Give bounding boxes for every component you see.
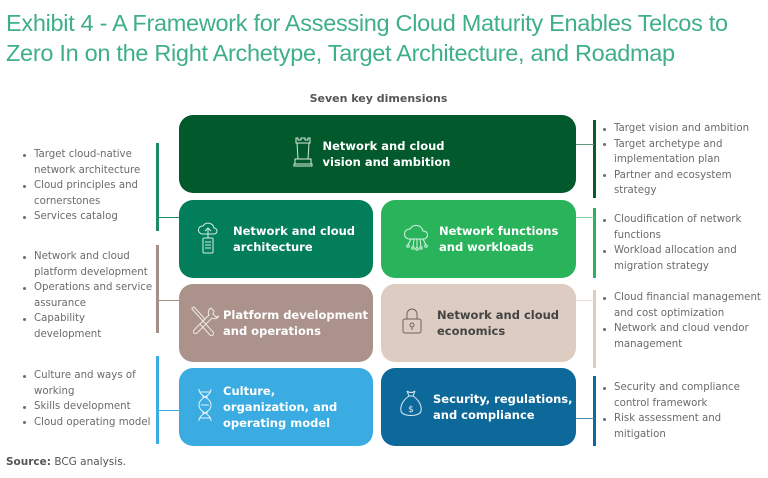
dna-icon — [197, 388, 213, 427]
source-label: Source: — [6, 456, 51, 468]
list-item: Cloud principles and cornerstones — [21, 178, 153, 209]
bracket-economics — [593, 290, 596, 368]
dimension-label: Platform development and operations — [223, 308, 369, 338]
list-functions: Cloudification of network functions Work… — [601, 212, 761, 274]
list-item: Cloudification of network functions — [601, 212, 761, 243]
list-item: Capability development — [21, 311, 155, 342]
list-vision: Target vision and ambition Target archet… — [601, 121, 761, 199]
dimension-label: Network and cloud vision and ambition — [322, 139, 451, 169]
dimension-label: Network functions and workloads — [439, 224, 559, 254]
source-text: BCG analysis. — [50, 456, 126, 468]
list-item: Target cloud-native network architecture — [21, 147, 153, 178]
dimension-economics: Network and cloud economics — [381, 284, 576, 362]
diagram-subhead: Seven key dimensions — [309, 92, 448, 105]
dimension-culture: Culture, organization, and operating mod… — [179, 368, 373, 446]
list-platform: Network and cloud platform development O… — [21, 249, 155, 342]
list-item: Cloud operating model — [21, 415, 155, 431]
source-note: Source: BCG analysis. — [6, 456, 126, 468]
list-economics: Cloud financial management and cost opti… — [601, 290, 761, 352]
list-item: Risk assessment and mitigation — [601, 411, 761, 442]
dimension-label: Security, regulations, and compliance — [433, 392, 573, 422]
dimension-architecture: Network and cloud architecture — [179, 200, 373, 278]
bracket-vision — [593, 120, 596, 198]
connector-culture — [157, 410, 179, 411]
cloud-upload-device-icon — [197, 220, 219, 259]
list-culture: Culture and ways of working Skills devel… — [21, 368, 155, 430]
list-item: Culture and ways of working — [21, 368, 155, 399]
dimension-security: $ Security, regulations, and compliance — [381, 368, 576, 446]
svg-text:$: $ — [408, 405, 414, 415]
cloud-network-icon — [403, 222, 431, 257]
dimension-functions: Network functions and workloads — [381, 200, 576, 278]
list-item: Network and cloud platform development — [21, 249, 155, 280]
connector-economics — [576, 300, 594, 301]
list-item: Skills development — [21, 399, 155, 415]
bracket-functions — [593, 208, 596, 278]
lock-icon — [401, 307, 423, 340]
dimension-label: Network and cloud economics — [437, 308, 560, 338]
connector-security — [576, 418, 594, 419]
connector-platform — [157, 300, 179, 301]
wrench-screwdriver-icon — [189, 305, 221, 342]
money-bag-icon: $ — [399, 389, 423, 426]
list-item: Services catalog — [21, 209, 153, 225]
bracket-platform — [156, 245, 159, 333]
list-item: Security and compliance control framewor… — [601, 380, 761, 411]
connector-architecture — [157, 217, 179, 218]
dimension-platform: Platform development and operations — [179, 284, 373, 362]
list-item: Workload allocation and migration strate… — [601, 243, 761, 274]
list-item: Operations and service assurance — [21, 280, 155, 311]
list-item: Target archetype and implementation plan — [601, 137, 761, 168]
connector-functions — [576, 217, 594, 218]
dimension-label: Culture, organization, and operating mod… — [223, 384, 338, 430]
list-item: Cloud financial management and cost opti… — [601, 290, 761, 321]
bracket-architecture — [156, 143, 159, 231]
exhibit-title: Exhibit 4 - A Framework for Assessing Cl… — [6, 10, 728, 66]
list-architecture: Target cloud-native network architecture… — [21, 147, 153, 225]
bracket-culture — [156, 356, 159, 444]
bracket-security — [593, 376, 596, 446]
connector-vision — [576, 144, 594, 145]
list-item: Network and cloud vendor management — [601, 321, 761, 352]
dimension-label: Network and cloud architecture — [233, 224, 356, 254]
list-item: Target vision and ambition — [601, 121, 761, 137]
chess-rook-icon — [293, 136, 313, 173]
list-security: Security and compliance control framewor… — [601, 380, 761, 442]
dimension-vision: Network and cloud vision and ambition — [179, 115, 576, 193]
list-item: Partner and ecosystem strategy — [601, 168, 761, 199]
